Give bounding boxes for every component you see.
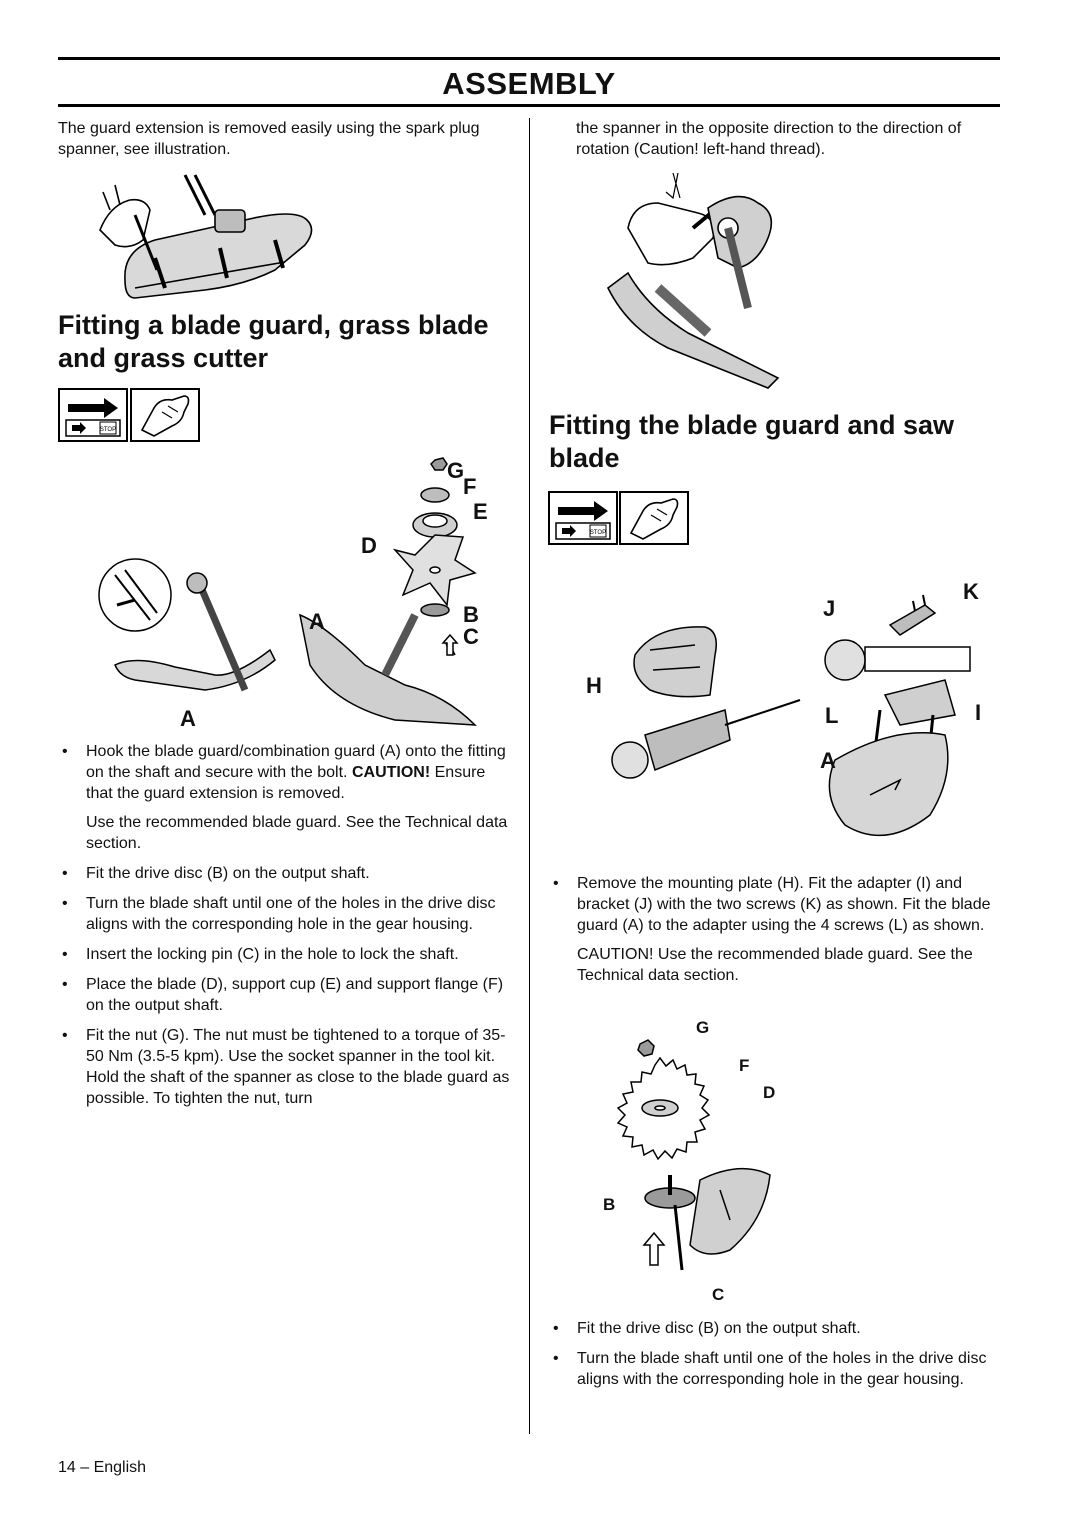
label-f: F [463, 474, 477, 499]
label-g: G [447, 458, 465, 483]
label-d-right: D [763, 1083, 776, 1102]
label-a-right: A [820, 748, 836, 773]
adapter-guard-illustration [611, 594, 971, 837]
label-l: L [825, 703, 839, 728]
label-g-right: G [696, 1018, 710, 1037]
right-bullet-list-2: Fit the drive disc (B) on the output sha… [549, 1318, 1001, 1399]
column-divider [529, 118, 530, 1434]
right-bullet-list-1: Remove the mounting plate (H). Fit the a… [549, 873, 1001, 995]
label-i: I [975, 700, 982, 725]
label-a-bottom: A [180, 706, 196, 731]
left-bullet-3: Turn the blade shaft until one of the ho… [58, 893, 513, 935]
label-b: B [463, 602, 479, 627]
page-title: ASSEMBLY [442, 66, 616, 101]
left-bullet-5: Place the blade (D), support cup (E) and… [58, 974, 513, 1016]
label-k: K [963, 579, 979, 604]
right-bullet-2: Fit the drive disc (B) on the output sha… [549, 1318, 1001, 1339]
label-e: E [473, 499, 488, 524]
blade-assembly-illustration [98, 457, 477, 726]
left-bullet-2: Fit the drive disc (B) on the output sha… [58, 863, 513, 884]
gloves-icon-right [619, 491, 689, 545]
left-bullet-6: Fit the nut (G). The nut must be tighten… [58, 1025, 513, 1109]
caution-label: CAUTION! [351, 764, 431, 781]
label-a-top: A [309, 609, 325, 634]
right-bullet-3: Turn the blade shaft until one of the ho… [549, 1348, 1001, 1390]
left-bullet-4: Insert the locking pin (C) in the hole t… [58, 944, 513, 965]
gloves-icon [130, 388, 200, 442]
label-d: D [361, 533, 377, 558]
guard-extension-illustration [99, 174, 313, 299]
left-heading: Fitting a blade guard, grass blade and g… [58, 310, 489, 373]
right-heading: Fitting the blade guard and saw blade [549, 410, 955, 473]
left-bullet-1-note: Use the recommended blade guard. See the… [86, 814, 508, 852]
header-top-rule [58, 57, 1000, 60]
stop-label-right: STOP [590, 530, 606, 536]
header-bottom-rule [58, 104, 1000, 107]
label-b-right: B [603, 1195, 616, 1214]
spanner-tightening-illustration [606, 172, 780, 389]
page-footer: 14 – English [58, 1459, 147, 1476]
stop-label: STOP [100, 427, 116, 433]
left-bullet-list: Hook the blade guard/combination guard (… [58, 741, 513, 1118]
left-bullet-1: Hook the blade guard/combination guard (… [58, 741, 513, 854]
label-c-right: C [712, 1285, 725, 1304]
label-f-right: F [739, 1056, 750, 1075]
label-h: H [586, 673, 602, 698]
saw-blade-illustration [616, 1039, 771, 1271]
right-bullet-1-note: CAUTION! Use the recommended blade guard… [577, 946, 973, 984]
right-bullet-1: Remove the mounting plate (H). Fit the a… [549, 873, 1001, 986]
label-j: J [823, 596, 836, 621]
label-c: C [463, 624, 479, 649]
read-manual-icon-right: STOP [548, 491, 618, 545]
read-manual-icon: STOP [58, 388, 128, 442]
right-intro-text: the spanner in the opposite direction to… [576, 120, 962, 158]
left-intro-text: The guard extension is removed easily us… [58, 120, 480, 158]
